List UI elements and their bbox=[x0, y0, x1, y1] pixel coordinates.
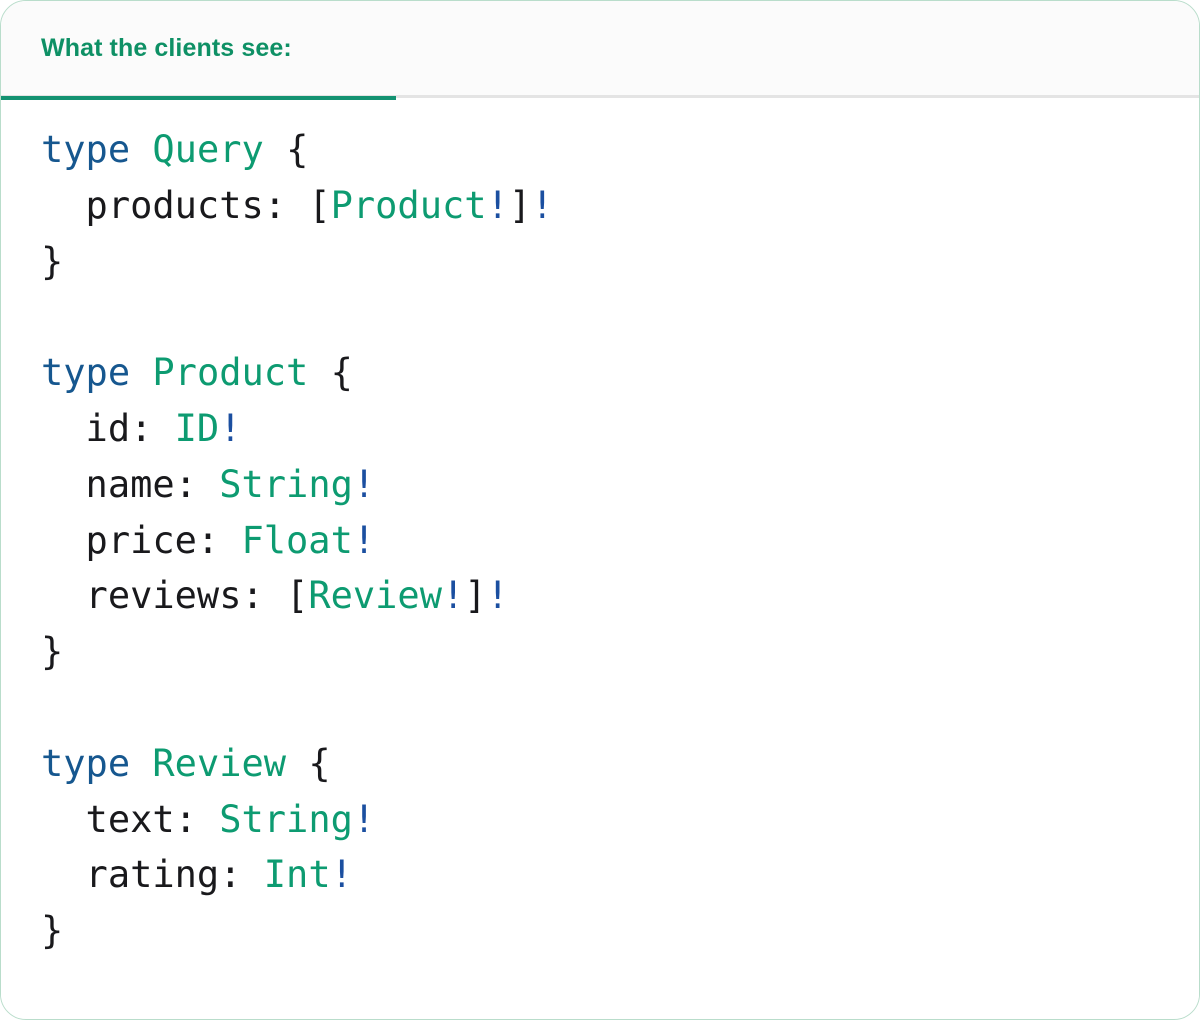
code-token-tname: Int bbox=[263, 853, 331, 897]
code-token-kw: type bbox=[41, 128, 131, 171]
code-token-field: id: bbox=[41, 406, 175, 450]
code-token-punct: ] bbox=[508, 183, 532, 227]
code-line bbox=[41, 680, 1199, 736]
code-token-tname: String bbox=[219, 462, 353, 506]
tab-label: What the clients see: bbox=[41, 33, 292, 62]
code-token-bang: ! bbox=[352, 518, 376, 562]
code-line: id: ID! bbox=[41, 401, 1199, 457]
code-token-bang: ! bbox=[352, 462, 376, 506]
code-token-punct bbox=[308, 351, 330, 394]
code-token-tname: Product bbox=[330, 183, 487, 227]
code-token-punct: [ bbox=[286, 574, 309, 618]
code-token-punct: { bbox=[330, 351, 353, 395]
code-token-punct: { bbox=[286, 128, 309, 171]
code-token-punct bbox=[130, 742, 152, 785]
code-line: type Query { bbox=[41, 122, 1199, 178]
code-token-bang: ! bbox=[219, 406, 242, 450]
code-token-punct bbox=[286, 742, 308, 785]
code-token-bang: ! bbox=[486, 574, 509, 618]
code-viewer: type Query { products: [Product!]!} type… bbox=[1, 98, 1199, 1018]
code-token-punct bbox=[130, 351, 152, 394]
code-token-kw: type bbox=[41, 351, 131, 395]
code-token-tname: Product bbox=[152, 351, 309, 395]
code-token-bang: ! bbox=[531, 183, 554, 227]
code-line: rating: Int! bbox=[41, 847, 1199, 903]
code-line: type Product { bbox=[41, 345, 1199, 401]
code-token-field: text: bbox=[41, 797, 220, 841]
code-token-field: name: bbox=[41, 462, 220, 506]
code-token-bang: ! bbox=[441, 574, 465, 618]
code-token-tname: Review bbox=[308, 574, 442, 618]
code-token-field: reviews: bbox=[41, 574, 287, 618]
code-token-bang: ! bbox=[486, 183, 509, 227]
code-token-tname: Query bbox=[152, 128, 264, 171]
code-token-punct bbox=[130, 128, 152, 171]
code-token-punct bbox=[264, 128, 286, 171]
code-token-tname: String bbox=[219, 797, 353, 841]
tab-what-the-clients-see[interactable]: What the clients see: bbox=[1, 1, 396, 100]
code-line: reviews: [Review!]! bbox=[41, 568, 1199, 624]
code-token-field: products: bbox=[41, 183, 309, 227]
code-line bbox=[41, 289, 1199, 345]
code-line: text: String! bbox=[41, 792, 1199, 848]
code-token-field: price: bbox=[41, 518, 242, 562]
code-token-field: rating: bbox=[41, 853, 264, 897]
code-line: products: [Product!]! bbox=[41, 178, 1199, 234]
code-token-tname: Float bbox=[241, 518, 353, 562]
code-token-bang: ! bbox=[330, 853, 353, 897]
code-token-tname: Review bbox=[152, 741, 287, 785]
code-token-punct: [ bbox=[308, 183, 331, 227]
code-token-punct: } bbox=[41, 239, 64, 283]
code-line: name: String! bbox=[41, 457, 1199, 513]
code-token-bang: ! bbox=[352, 797, 376, 841]
code-line: type Review { bbox=[41, 736, 1199, 792]
code-token-punct: } bbox=[41, 630, 64, 674]
tab-strip: What the clients see: bbox=[1, 1, 1199, 100]
code-line: price: Float! bbox=[41, 513, 1199, 569]
code-token-tname: ID bbox=[174, 406, 220, 450]
code-token-punct: ] bbox=[464, 574, 487, 618]
code-line: } bbox=[41, 624, 1199, 680]
code-line: } bbox=[41, 903, 1199, 959]
code-token-punct: { bbox=[308, 741, 331, 785]
code-token-kw: type bbox=[41, 741, 131, 785]
code-token-punct: } bbox=[41, 909, 64, 953]
code-line: } bbox=[41, 234, 1199, 290]
graphql-schema-code: type Query { products: [Product!]!} type… bbox=[1, 122, 1199, 959]
